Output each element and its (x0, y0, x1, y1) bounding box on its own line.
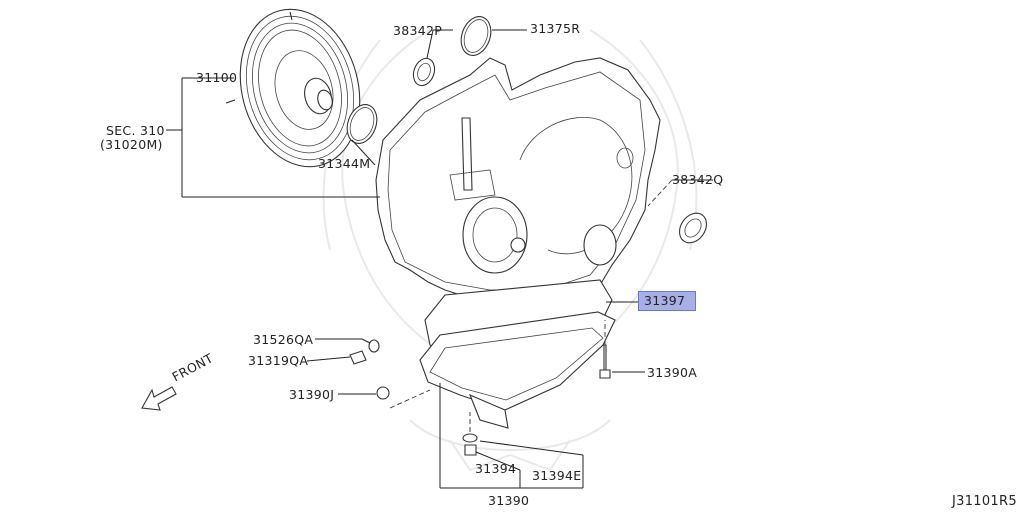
transaxle-case (375, 57, 661, 301)
seal-38342q (679, 212, 707, 244)
plug-31319qa (349, 350, 367, 365)
seal-38342p (412, 57, 436, 87)
label-31394e: 31394E (532, 468, 582, 483)
drain-plug-31394 (464, 444, 477, 456)
label-31397-highlighted[interactable]: 31397 (638, 291, 696, 311)
o-ring-31375r (460, 16, 492, 56)
label-38342q: 38342Q (672, 172, 724, 187)
label-sec-310: SEC. 310 (106, 123, 165, 138)
label-31344m: 31344M (318, 156, 371, 171)
washer-31394e (462, 433, 478, 443)
torque-converter (225, 8, 361, 168)
label-31375r: 31375R (530, 21, 581, 36)
label-31526qa: 31526QA (253, 332, 314, 347)
bolt-31390a (599, 344, 611, 379)
label-31394: 31394 (475, 461, 517, 476)
label-sec-310-ref: (31020M) (100, 137, 163, 152)
label-31390j: 31390J (289, 387, 335, 402)
label-31390a: 31390A (647, 365, 698, 380)
label-31100: 31100 (196, 70, 238, 85)
label-38342p: 38342P (393, 23, 443, 38)
document-id: J31101R5 (952, 494, 1017, 509)
o-ring-31526qa (368, 339, 380, 353)
front-arrow (141, 386, 177, 411)
label-31319qa: 31319QA (248, 353, 309, 368)
label-31390: 31390 (488, 493, 530, 508)
oil-pan (419, 279, 616, 429)
nut-31390j (376, 386, 390, 400)
